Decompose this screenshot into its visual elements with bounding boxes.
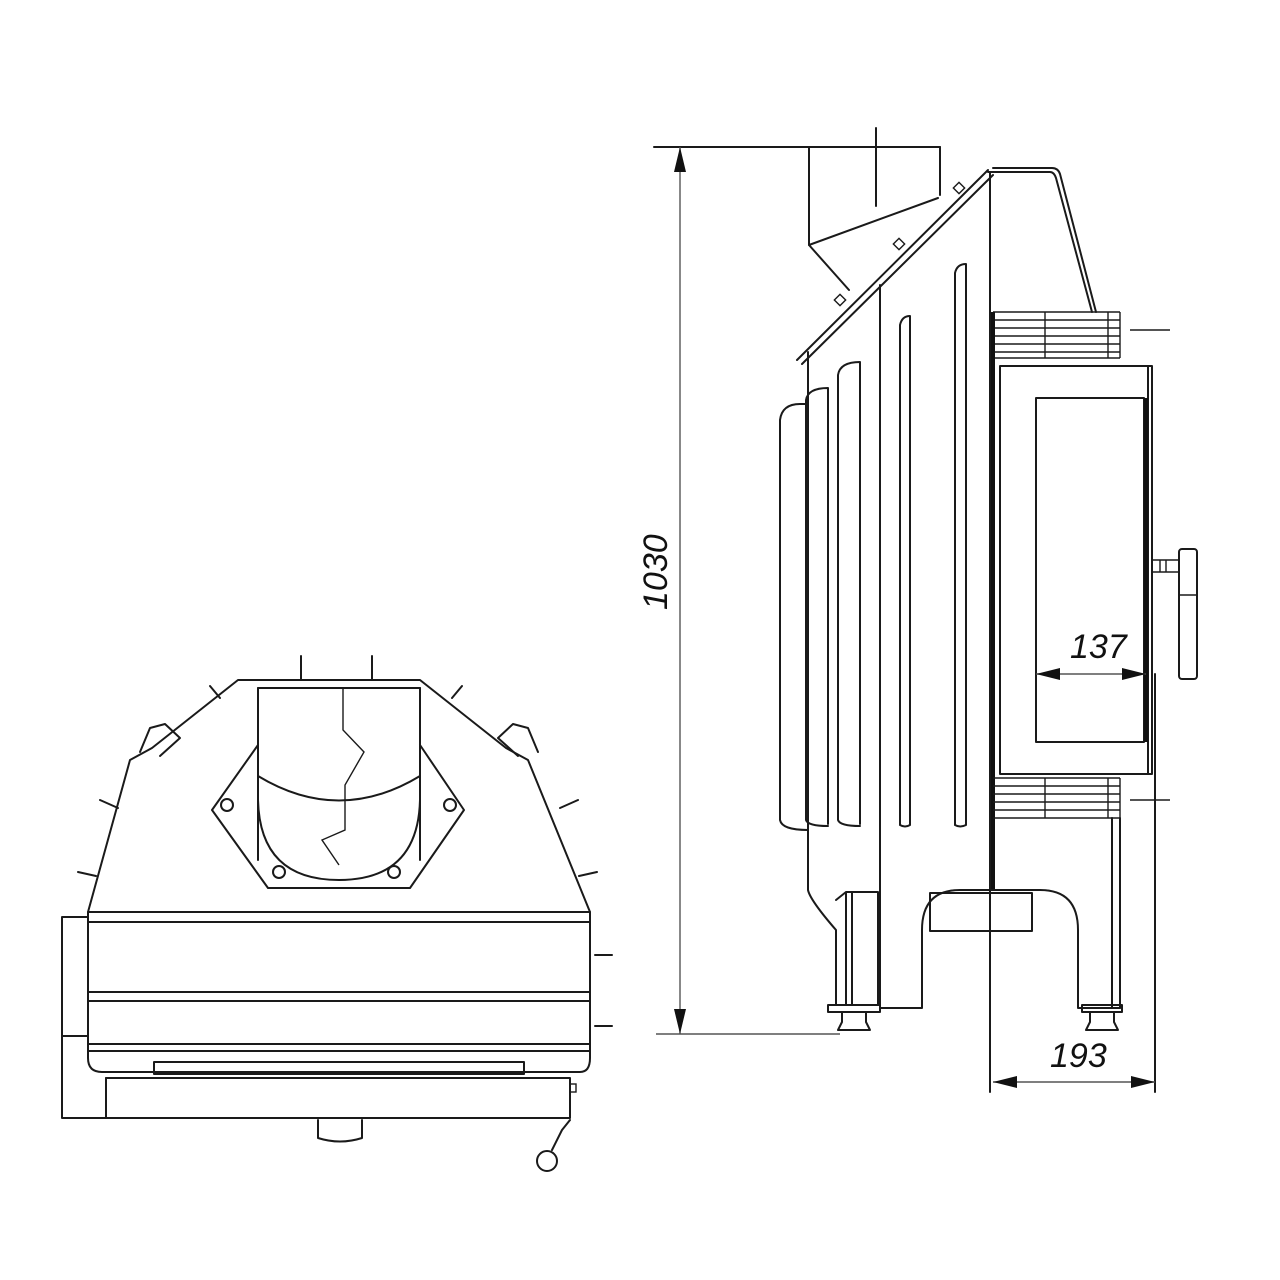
door-handle [1152, 548, 1198, 680]
drawer-knob [317, 1119, 363, 1143]
side-body [879, 171, 991, 1006]
dimension-height: 1030 [637, 147, 840, 1035]
door-top-vents [993, 311, 1170, 359]
body-bands [87, 911, 591, 1075]
hood-frame [987, 167, 1097, 313]
dimension-label-glass-depth: 137 [1070, 628, 1128, 666]
lifting-hook-right [497, 723, 539, 757]
hexagon-flange [211, 744, 465, 889]
top-view-body-outline [87, 679, 591, 913]
dimension-glass-depth: 137 [1036, 628, 1146, 680]
top-view [61, 655, 613, 1172]
mounting-studs [77, 655, 613, 1027]
flange-bolts [220, 798, 457, 879]
side-panel [61, 916, 107, 1119]
top-plate-clips [833, 181, 966, 307]
drawer-handle [551, 1119, 571, 1151]
heat-fins [779, 263, 967, 831]
door-bottom-vents [993, 777, 1170, 819]
dimension-door-depth: 193 [993, 1037, 1155, 1088]
door [991, 312, 1153, 890]
lifting-hook-left [139, 723, 181, 757]
sloped-top-plate [796, 169, 994, 365]
flue-pipe [653, 127, 941, 291]
flue-collar [257, 687, 421, 881]
ash-drawer [105, 1077, 571, 1119]
dimension-label-height: 1030 [637, 534, 675, 610]
side-view [653, 127, 1198, 1093]
drawer-handle-ring [536, 1150, 558, 1172]
dimension-label-door-depth: 193 [1050, 1037, 1107, 1075]
base-and-legs [827, 673, 1156, 1093]
